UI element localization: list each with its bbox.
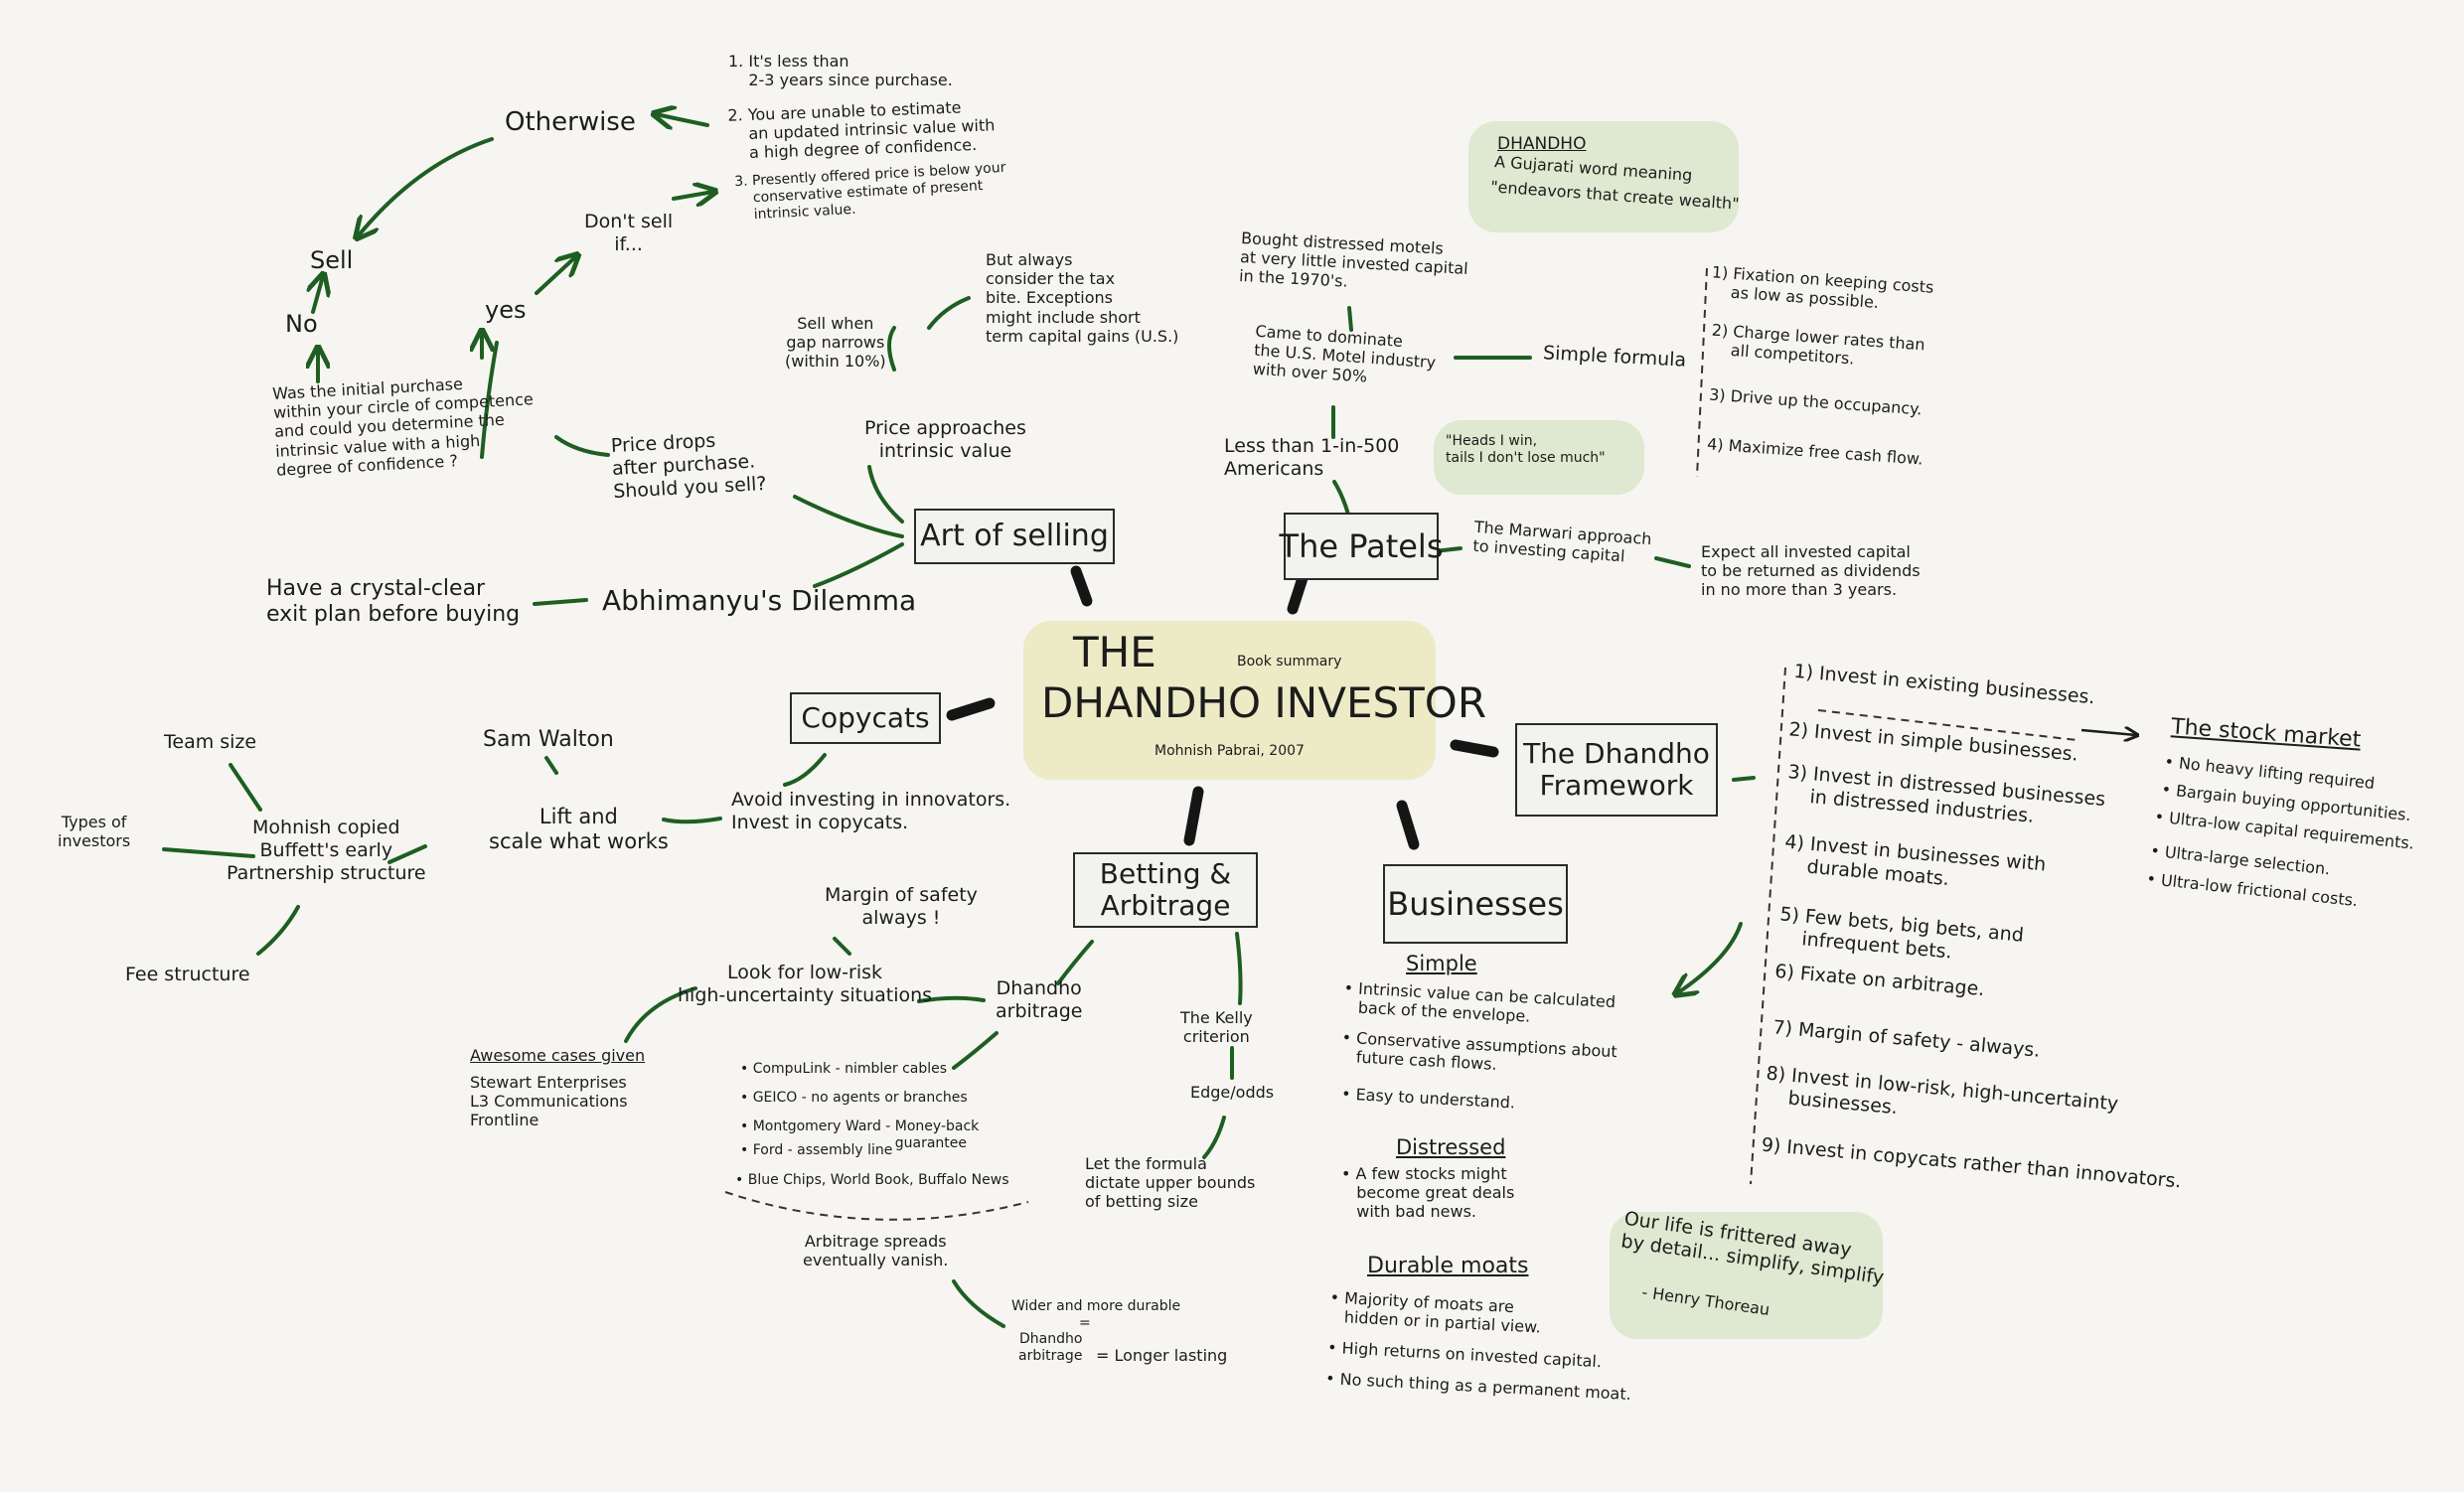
- longer-lasting: = Longer lasting: [1096, 1346, 1228, 1365]
- dhandho-arbitrage-node: Dhandho arbitrage: [996, 977, 1083, 1022]
- reason-2: 2. You are unable to estimate an updated…: [727, 97, 996, 164]
- example-4: • Ford - assembly line: [740, 1142, 893, 1158]
- example-2: • GEICO - no agents or branches: [740, 1090, 968, 1106]
- simple-title: Simple: [1406, 952, 1477, 975]
- distressed-note: • A few stocks might become great deals …: [1341, 1164, 1515, 1222]
- abhimanyu-dilemma: Abhimanyu's Dilemma: [602, 584, 917, 617]
- cases-title: Awesome cases given: [470, 1046, 646, 1065]
- edge-odds: Edge/odds: [1190, 1083, 1275, 1102]
- center-the: THE: [1073, 628, 1156, 676]
- dont-sell-label: Don't sell if...: [584, 211, 674, 255]
- distressed-title: Distressed: [1396, 1135, 1506, 1159]
- lift-and-scale: Lift and scale what works: [489, 805, 669, 854]
- wider-durable: Wider and more durable: [1011, 1298, 1181, 1314]
- branch-betting-arbitrage[interactable]: Betting & Arbitrage: [1073, 852, 1258, 928]
- mohnish-copied: Mohnish copied Buffett's early Partnersh…: [227, 817, 426, 884]
- center-subtitle: Book summary: [1237, 654, 1342, 670]
- branch-copycats[interactable]: Copycats: [790, 692, 941, 744]
- branch-dhandho-framework[interactable]: The Dhandho Framework: [1515, 723, 1718, 817]
- definition-highlight: [1468, 121, 1739, 232]
- quote-highlight: [1610, 1212, 1883, 1339]
- example-1: • CompuLink - nimbler cables: [740, 1061, 948, 1077]
- heads-quote: "Heads I win, tails I don't lose much": [1446, 433, 1606, 466]
- exit-plan: Have a crystal-clear exit plan before bu…: [266, 576, 521, 628]
- avoid-innovators: Avoid investing in innovators. Invest in…: [731, 789, 1011, 833]
- center-author: Mohnish Pabrai, 2007: [1155, 743, 1305, 759]
- fee-structure: Fee structure: [125, 964, 250, 985]
- center-highlight: [1023, 621, 1436, 780]
- branch-the-patels[interactable]: The Patels: [1280, 513, 1443, 580]
- tax-note: But always consider the tax bite. Except…: [986, 250, 1179, 346]
- sell-when: Sell when gap narrows (within 10%): [785, 314, 886, 372]
- durable-moats-title: Durable moats: [1367, 1254, 1529, 1278]
- arbitrage-spreads: Arbitrage spreads eventually vanish.: [803, 1232, 949, 1270]
- motels-note: Bought distressed motels at very little …: [1238, 228, 1469, 292]
- low-risk-situations: Look for low-risk high-uncertainty situa…: [678, 962, 933, 1006]
- heads-highlight: [1434, 420, 1644, 495]
- branch-businesses[interactable]: Businesses: [1383, 864, 1568, 944]
- green-connectors: [162, 114, 1756, 1328]
- kelly-criterion: The Kelly criterion: [1180, 1008, 1253, 1047]
- circle-question: Was the initial purchase within your cir…: [271, 373, 535, 480]
- branch-art-of-selling[interactable]: Art of selling: [914, 509, 1115, 564]
- formula-betting-size: Let the formula dictate upper bounds of …: [1085, 1154, 1256, 1212]
- team-size: Team size: [164, 731, 257, 753]
- reason-1: 1. It's less than 2-3 years since purcha…: [728, 52, 953, 90]
- margin-always: Margin of safety always !: [825, 884, 978, 929]
- definition-title: DHANDHO: [1497, 134, 1587, 154]
- types-of-investors: Types of investors: [58, 813, 131, 851]
- equals-sign: =: [1079, 1315, 1091, 1331]
- americans-note: Less than 1-in-500 Americans: [1224, 435, 1400, 480]
- yes-label: yes: [485, 296, 527, 324]
- center-title: DHANDHO INVESTOR: [1041, 678, 1487, 727]
- price-drops: Price drops after purchase. Should you s…: [610, 429, 767, 503]
- arbitrage-small: Dhandho arbitrage: [1018, 1331, 1083, 1364]
- center-spokes: [946, 565, 1499, 850]
- price-approaches: Price approaches intrinsic value: [864, 417, 1026, 462]
- dividends-note: Expect all invested capital to be return…: [1701, 542, 1921, 600]
- no-label: No: [285, 310, 318, 338]
- sam-walton: Sam Walton: [483, 727, 614, 752]
- example-3: • Montgomery Ward - Money-back guarantee: [740, 1119, 980, 1151]
- cases-list: Stewart Enterprises L3 Communications Fr…: [470, 1073, 628, 1130]
- sell-label: Sell: [310, 246, 354, 274]
- example-5: • Blue Chips, World Book, Buffalo News: [735, 1172, 1009, 1188]
- otherwise-label: Otherwise: [505, 107, 636, 137]
- dashed-lines: [724, 267, 2078, 1221]
